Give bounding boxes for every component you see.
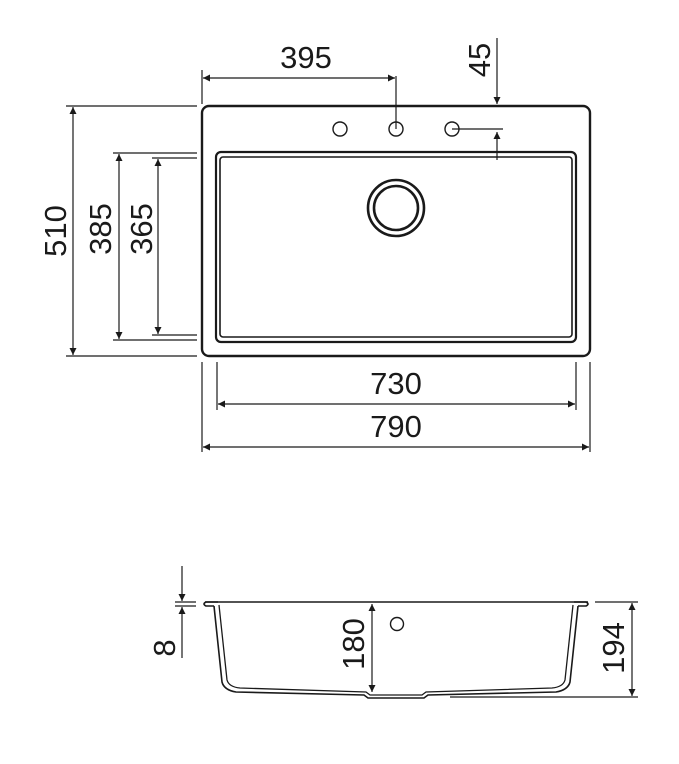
dim-label-194: 194: [596, 622, 631, 674]
dim-label-8: 8: [147, 639, 182, 656]
dim-label-365: 365: [124, 203, 159, 255]
bowl-outline-inner: [219, 156, 573, 338]
dim-label-180: 180: [336, 618, 371, 670]
dim-label-385: 385: [83, 203, 118, 255]
bowl-outline-outer: [214, 150, 578, 344]
top-view: 395 45 510 385 365 730 790: [38, 38, 592, 452]
side-view: 8 180 194: [147, 566, 638, 699]
dim-label-510: 510: [38, 205, 73, 257]
overflow-hole-icon: [389, 616, 405, 632]
tap-hole-left-icon: [332, 121, 348, 137]
drain-inner-icon: [372, 184, 420, 232]
dim-label-790: 790: [370, 409, 422, 444]
drain-outer-icon: [366, 178, 426, 238]
dim-label-730: 730: [370, 366, 422, 401]
dim-label-45: 45: [462, 43, 497, 77]
bowl-profile: [213, 605, 579, 699]
dim-label-395: 395: [280, 40, 332, 75]
